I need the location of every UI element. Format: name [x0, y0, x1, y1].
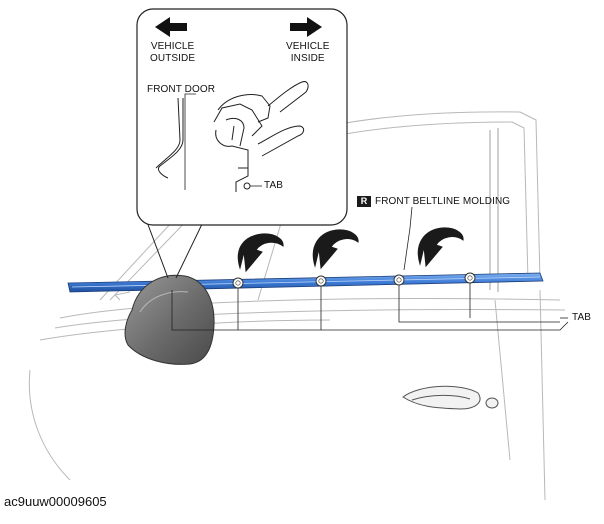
- vehicle-outside-label: VEHICLE OUTSIDE: [150, 41, 196, 64]
- molding-label: FRONT BELTLINE MOLDING: [375, 196, 511, 207]
- door-handle: [402, 385, 499, 410]
- clip-5: [464, 272, 476, 284]
- reference-id: ac9uuw00009605: [4, 494, 107, 509]
- front-door-leader: [184, 93, 196, 190]
- tab-leader-lines: [171, 283, 569, 331]
- arrow-right-icon: [290, 17, 322, 37]
- molding-cross-section: [155, 81, 309, 192]
- clip-4: [393, 274, 405, 286]
- molding-leader: [403, 206, 413, 271]
- vehicle-inside-label: VEHICLE INSIDE: [286, 41, 330, 64]
- clip-2: [232, 277, 244, 289]
- callout-tab-label: TAB: [264, 180, 284, 191]
- side-mirror: [124, 274, 215, 365]
- tab-label: TAB: [572, 312, 592, 323]
- detail-callout-box: [136, 8, 348, 226]
- front-door-label: FRONT DOOR: [147, 84, 216, 95]
- clip-3: [315, 275, 327, 287]
- rh-badge: R: [357, 196, 371, 207]
- arrow-left-icon: [155, 17, 187, 37]
- curved-arrow-icon: [237, 227, 464, 273]
